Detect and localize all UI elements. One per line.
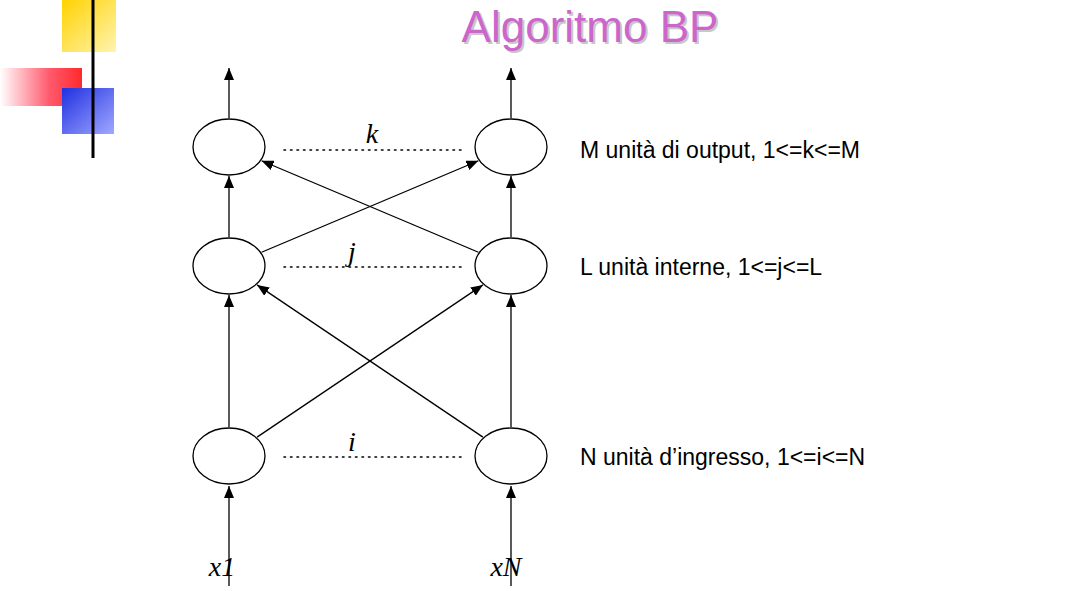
neuron-outline bbox=[474, 118, 548, 176]
weight-connection bbox=[510, 176, 511, 237]
neuron-outline bbox=[192, 237, 266, 295]
layer-description: N unità d’ingresso, 1<=i<=N bbox=[580, 446, 865, 469]
neuron-outline bbox=[192, 427, 266, 485]
neuron-outline bbox=[474, 237, 548, 295]
neuron-unit bbox=[474, 427, 548, 485]
weight-connection bbox=[228, 295, 229, 427]
weight-connection bbox=[228, 176, 229, 237]
weight-connection bbox=[510, 295, 511, 427]
layer-index: k bbox=[364, 120, 380, 148]
slide-title: Algoritmo BP bbox=[462, 2, 719, 52]
input-label: x1 bbox=[209, 553, 235, 581]
neuron-unit bbox=[192, 427, 266, 485]
weight-connection bbox=[257, 285, 483, 437]
ellipsis-dots bbox=[284, 150, 462, 457]
weight-connection bbox=[262, 161, 479, 253]
neuron-unit bbox=[474, 118, 548, 176]
input-label: xN bbox=[490, 553, 521, 581]
neuron-outline bbox=[192, 118, 266, 176]
layer-index: j bbox=[346, 238, 358, 266]
neuron-unit bbox=[192, 118, 266, 176]
io-arrows bbox=[229, 68, 511, 586]
layer-description: M unità di output, 1<=k<=M bbox=[580, 139, 860, 162]
layer-description: L unità interne, 1<=j<=L bbox=[580, 256, 822, 279]
weight-connection bbox=[257, 285, 483, 437]
neuron-unit bbox=[474, 237, 548, 295]
neuron-outline bbox=[474, 427, 548, 485]
layer-index: i bbox=[346, 428, 358, 456]
neuron-unit bbox=[192, 237, 266, 295]
weight-connection bbox=[262, 161, 479, 253]
